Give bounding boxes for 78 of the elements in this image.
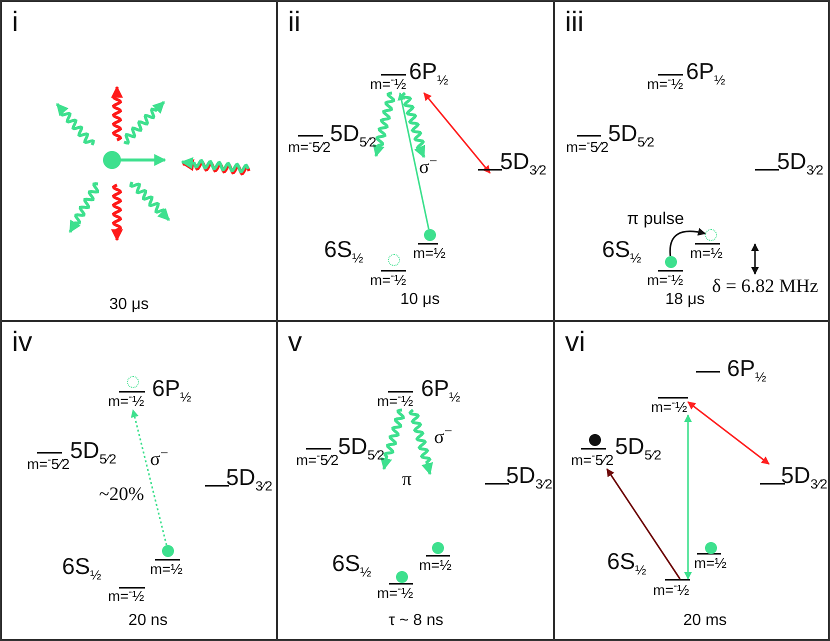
sublevel-label: m=½: [150, 563, 183, 578]
duration-label: 18 μs: [665, 292, 705, 308]
panel: [0, 320, 278, 641]
sublevel-label: m=½: [694, 557, 727, 572]
sublevel-label: m=$^{-}$½: [370, 78, 406, 92]
sublevel-label: m=$^{-}$½: [377, 395, 414, 410]
state-label: 6P$_{½}$: [409, 60, 448, 83]
ion-dot: [396, 571, 408, 583]
panel-number: iv: [12, 328, 32, 356]
sublevel-label: m=$^{-}$½: [651, 401, 688, 416]
ion-dot: [424, 229, 436, 241]
transition-arrow: [684, 414, 692, 580]
pulse-arrow: [669, 228, 706, 256]
panel: [553, 320, 830, 641]
sublevel-label: m=$^{-}$½: [647, 274, 684, 288]
state-label: 6S$_{½}$: [332, 552, 372, 575]
transition-arrow: [130, 409, 168, 546]
state-label: 5D$_{3⁄2}$: [500, 150, 546, 173]
transition-arrow: [606, 468, 681, 580]
state-label: 6P$_{½}$: [152, 377, 192, 400]
empty-state-circle: [705, 229, 717, 241]
sublevel-label: m=½: [419, 559, 452, 574]
state-label: 5D$_{5⁄2}$: [615, 435, 662, 458]
ion-dot: [665, 256, 677, 268]
state-label: 5D$_{3⁄2}$: [777, 150, 824, 173]
ion-dot: [432, 542, 444, 554]
frequency-label: δ = 6.82 MHz: [712, 277, 818, 296]
state-label: 6S$_{½}$: [62, 555, 102, 578]
edge-label: π pulse: [627, 210, 684, 227]
transition-arrow: [398, 92, 430, 230]
photon-arrow: [372, 92, 396, 158]
panel-number: vi: [565, 328, 586, 356]
sublevel-label: m=½: [690, 247, 723, 262]
ion-dot: [589, 434, 601, 446]
empty-state-circle: [127, 376, 139, 388]
panel-number: ii: [288, 8, 300, 36]
photon-arrow: [408, 408, 434, 476]
sublevel-label: m=$^{-}$½: [653, 584, 690, 598]
panel-number: i: [12, 8, 18, 36]
state-label: 5D$_{3⁄2}$: [226, 466, 272, 489]
panel: [0, 0, 278, 322]
state-label: 6P$_{½}$: [686, 60, 726, 83]
state-label: 5D$_{5⁄2}$: [70, 439, 116, 462]
state-label: 6S$_{½}$: [602, 238, 642, 261]
sublevel-label: m=$^{-}$½: [370, 274, 406, 288]
state-label: 6P$_{½}$: [421, 377, 460, 400]
duration-label: 30 μs: [109, 297, 149, 313]
sublevel-label: m=$^{-}$5⁄2: [288, 141, 331, 156]
ion-dot: [162, 545, 174, 557]
state-label: 5D$_{5⁄2}$: [338, 435, 384, 458]
state-label: 5D$_{5⁄2}$: [608, 122, 654, 145]
panel: [553, 0, 830, 322]
empty-state-circle: [388, 254, 400, 266]
panel-number: v: [288, 328, 302, 356]
state-label: 6P$_{½}$: [727, 357, 766, 380]
sublevel-label: m=$^{-}$5⁄2: [571, 454, 614, 468]
duration-label: 20 ns: [128, 613, 168, 629]
sublevel-label: m=$^{-}$½: [108, 395, 144, 410]
photon-arrow: [400, 92, 426, 158]
state-label: 5D$_{3⁄2}$: [781, 464, 828, 487]
panel-number: iii: [565, 8, 584, 36]
sublevel-label: m=$^{-}$5⁄2: [27, 458, 70, 472]
transition-arrow: [687, 401, 770, 465]
sublevel-label: m=½: [413, 247, 446, 262]
state-label: 6S$_{½}$: [607, 550, 646, 573]
state-label: 6S$_{½}$: [324, 238, 364, 261]
sublevel-label: m=$^{-}$½: [647, 78, 684, 92]
duration-label: 10 μs: [400, 292, 440, 308]
state-label: 5D$_{3⁄2}$: [506, 464, 552, 487]
sublevel-label: m=$^{-}$½: [377, 587, 414, 602]
ion-dot: [705, 542, 717, 554]
sublevel-label: m=$^{-}$5⁄2: [296, 454, 339, 468]
state-label: 5D$_{5⁄2}$: [330, 122, 376, 145]
duration-label: 20 ms: [683, 613, 727, 629]
sublevel-label: m=$^{-}$5⁄2: [566, 141, 609, 156]
sublevel-label: m=$^{-}$½: [108, 590, 144, 604]
percentage-label: ~20%: [99, 485, 144, 504]
duration-label: τ ~ 8 ns: [388, 613, 444, 629]
